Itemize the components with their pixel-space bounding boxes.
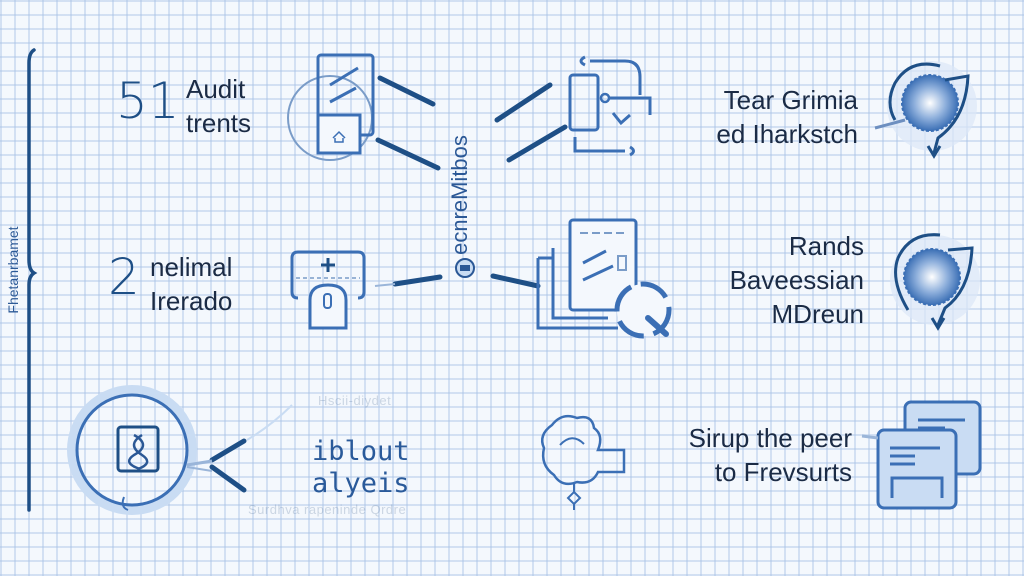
documents-icon	[861, 400, 982, 510]
right-label-2: Rands Baveessian MDreun	[729, 231, 864, 329]
step-number-2: 2	[108, 248, 140, 306]
document-magnifier-icon	[287, 53, 441, 171]
device-circuit-icon	[494, 55, 652, 163]
cycle-gear-icon	[874, 61, 977, 159]
bottom-right-label: Sirup the peer to Frevsurts	[688, 423, 852, 487]
right-label-1: Tear Grimia ed Iharkstch	[716, 85, 858, 149]
hub-icon	[455, 258, 475, 278]
step-label-1: Audit trents	[186, 74, 252, 138]
circle-dna-icon	[67, 385, 293, 515]
step-number-1: 51	[116, 72, 180, 130]
left-bracket	[27, 48, 38, 512]
mouse-panel-icon	[290, 250, 443, 330]
network-plug-icon	[541, 414, 626, 510]
bottom-left-caption-top: Hscii-diydet	[318, 393, 392, 408]
step-label-2: nelimal Irerado	[150, 252, 233, 316]
bottom-left-label: iblout alyeis	[312, 436, 410, 499]
bottom-left-caption-bottom: Surdhva rapeninde Qrdre	[248, 502, 407, 517]
side-title: Fhetanrbamet	[5, 226, 21, 314]
document-stack-refresh-icon	[490, 218, 672, 339]
cycle-gear-icon	[890, 233, 980, 331]
